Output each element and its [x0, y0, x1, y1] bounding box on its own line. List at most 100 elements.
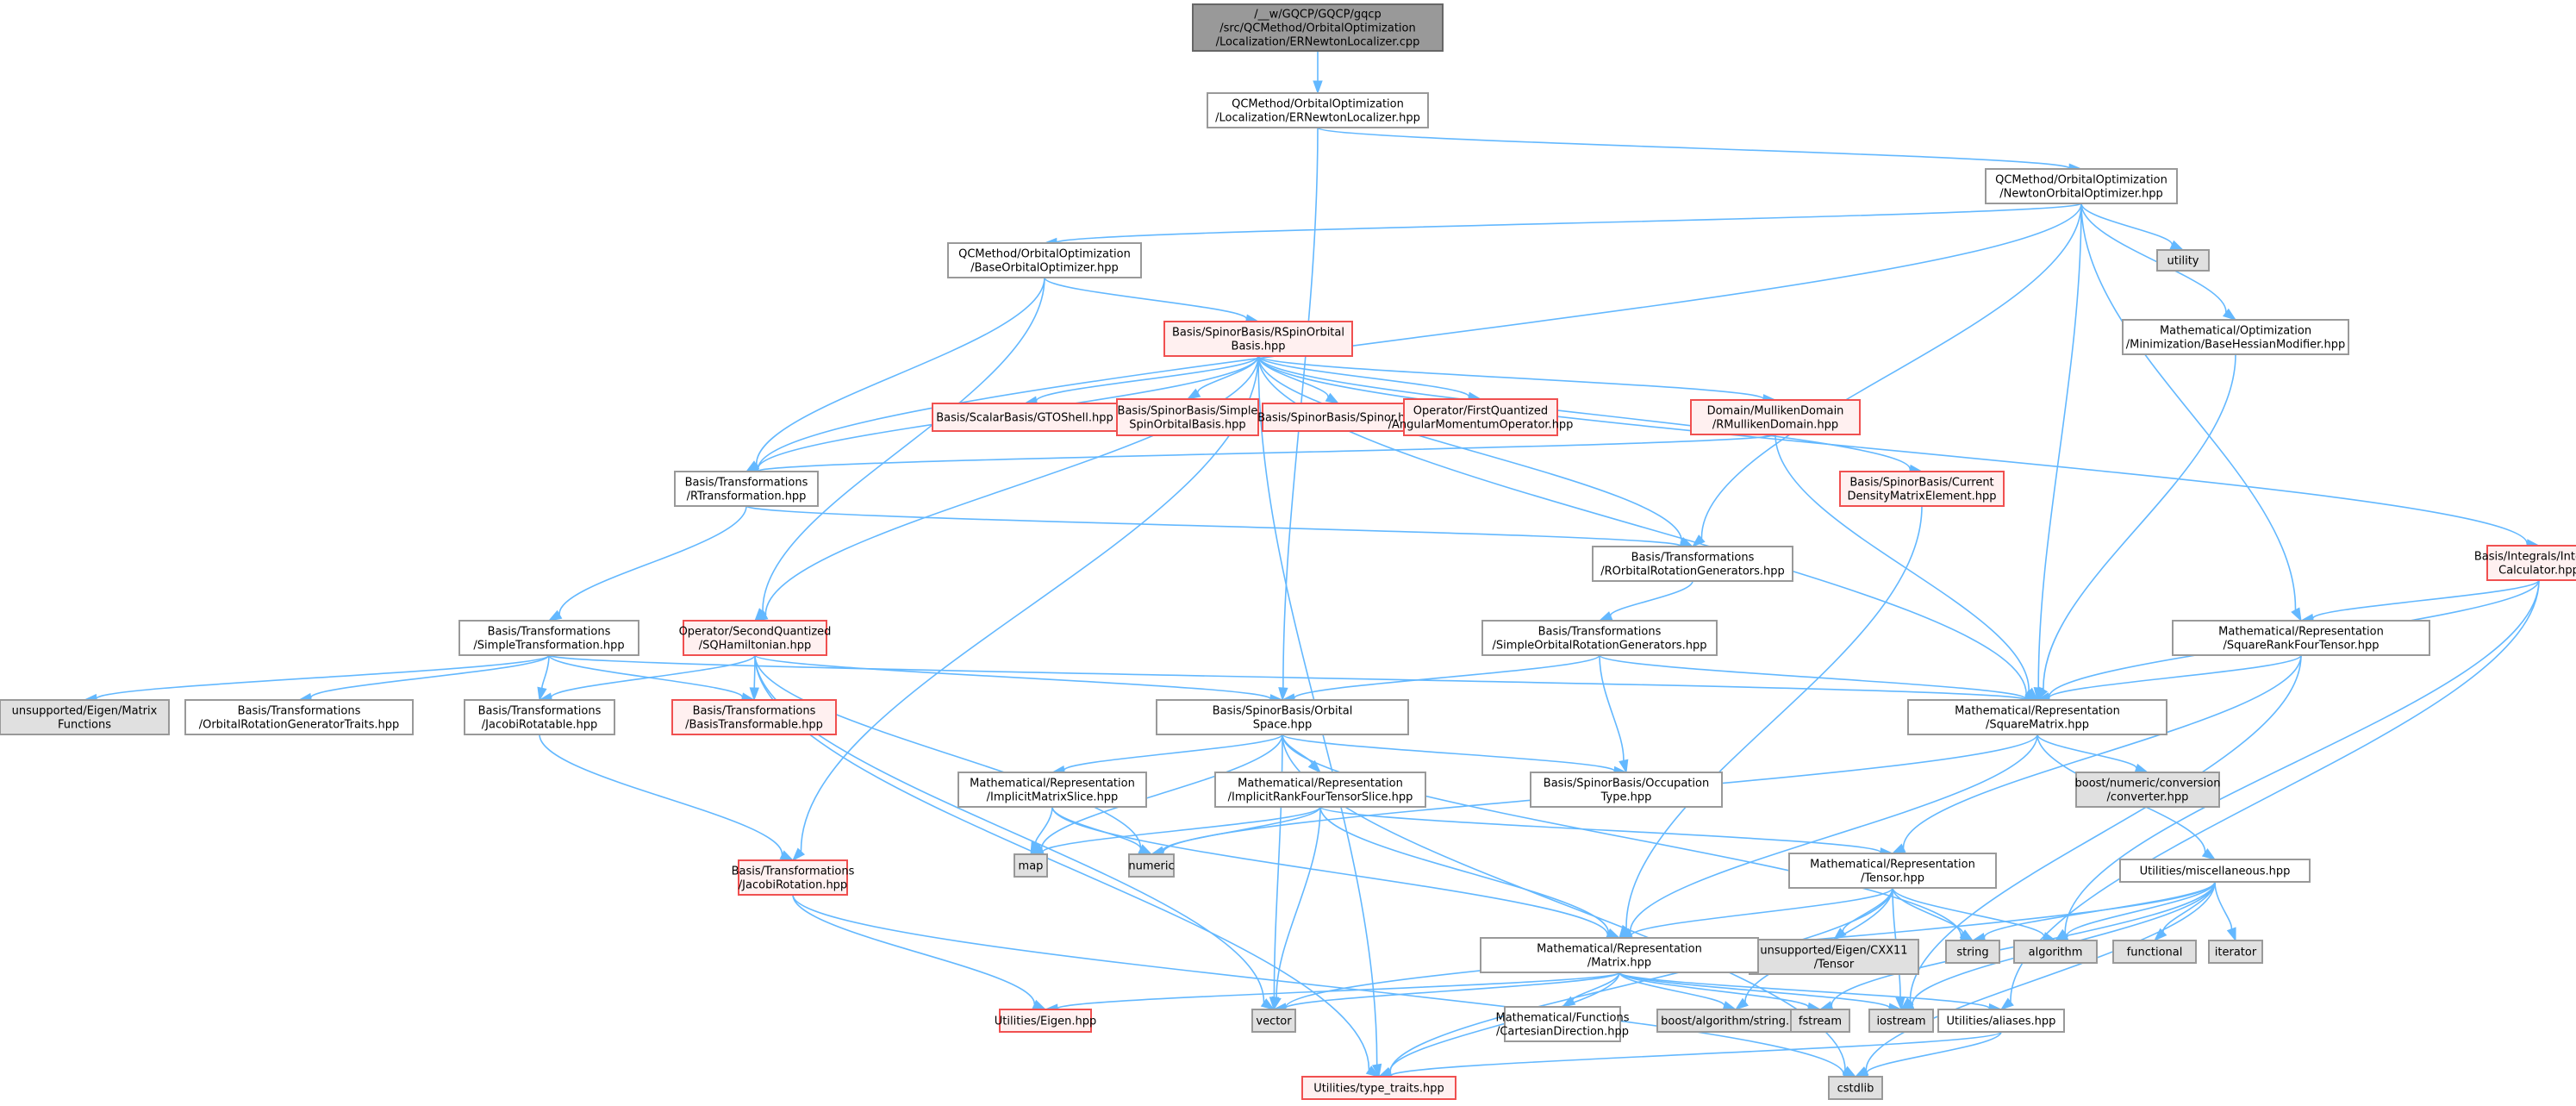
node-label: QCMethod/OrbitalOptimization — [958, 248, 1131, 261]
node-eigen[interactable]: Utilities/Eigen.hpp — [995, 1009, 1097, 1033]
node-label: boost/numeric/conversion — [2075, 778, 2221, 790]
node-label: /JacobiRotation.hpp — [739, 879, 847, 892]
node-jacobirot[interactable]: Basis/Transformations/JacobiRotatable.hp… — [464, 699, 615, 735]
node-simpleorbgen[interactable]: Basis/Transformations/SimpleOrbitalRotat… — [1481, 620, 1718, 656]
edge-line — [1610, 580, 1693, 617]
node-sqrank4[interactable]: Mathematical/Representation/SquareRankFo… — [2172, 620, 2430, 656]
edge-implr4-to-numeric — [1150, 806, 1321, 856]
edge-line — [1034, 806, 1053, 844]
edge-line — [1619, 972, 1990, 1009]
node-sqham[interactable]: Operator/SecondQuantized/SQHamiltonian.h… — [679, 620, 832, 656]
arrowhead-icon — [1325, 392, 1340, 404]
node-intcalc[interactable]: Basis/Integrals/IntegralCalculator.hpp — [2474, 545, 2576, 581]
node-label: Mathematical/Representation — [970, 778, 1135, 790]
node-label: cstdlib — [1837, 1083, 1874, 1096]
node-simpletrans[interactable]: Basis/Transformations/SimpleTransformati… — [458, 620, 639, 656]
node-box — [1790, 1009, 1850, 1033]
node-label: string — [1956, 947, 1988, 959]
node-jacobirotation[interactable]: Basis/Transformations/JacobiRotation.hpp — [732, 859, 855, 896]
node-iterator: iterator — [2208, 940, 2263, 964]
node-fstream: fstream — [1790, 1009, 1850, 1033]
node-box — [184, 699, 414, 735]
node-box — [738, 859, 848, 896]
node-misc[interactable]: Utilities/miscellaneous.hpp — [2119, 859, 2311, 883]
node-hessmod[interactable]: Mathematical/Optimization/Minimization/B… — [2122, 319, 2349, 355]
node-label: Basis/ScalarBasis/GTOShell.hpp — [936, 412, 1113, 425]
node-matrix[interactable]: Mathematical/Representation/Matrix.hpp — [1480, 937, 1759, 973]
node-basistrans[interactable]: Basis/Transformations/BasisTransformable… — [671, 699, 837, 735]
edge-line — [1700, 203, 2082, 539]
edge-line — [755, 277, 1045, 466]
node-typetraits[interactable]: Utilities/type_traits.hpp — [1301, 1076, 1456, 1100]
edge-line — [2064, 579, 2540, 934]
edge-line — [1273, 734, 1283, 998]
arrowhead-icon — [1307, 759, 1322, 774]
node-cartdir[interactable]: Mathematical/Functions/CartesianDirectio… — [1495, 1006, 1630, 1042]
node-label: Basis/SpinorBasis/Orbital — [1213, 705, 1353, 718]
node-root[interactable]: /__w/GQCP/GQCP/gqcp/src/QCMethod/Orbital… — [1192, 3, 1444, 52]
arrowhead-icon — [1999, 997, 2014, 1010]
node-label: /RMullikenDomain.hpp — [1712, 419, 1838, 432]
node-label: /NewtonOrbitalOptimizer.hpp — [1999, 188, 2162, 201]
node-baseopt[interactable]: QCMethod/OrbitalOptimization/BaseOrbital… — [947, 242, 1142, 278]
node-box — [1207, 92, 1429, 128]
edge-line — [541, 654, 550, 689]
node-label: /ROrbitalRotationGenerators.hpp — [1600, 565, 1785, 578]
node-box — [458, 620, 639, 656]
arrowhead-icon — [1371, 1063, 1382, 1078]
node-box — [1301, 1076, 1456, 1100]
node-box — [1530, 772, 1723, 808]
node-label: /converter.hpp — [2107, 791, 2189, 804]
node-angmom[interactable]: Operator/FirstQuantized/AngularMomentumO… — [1388, 398, 1574, 436]
edge-line — [1257, 355, 2528, 545]
node-newton[interactable]: QCMethod/OrbitalOptimization/NewtonOrbit… — [1985, 168, 2178, 204]
node-implmat[interactable]: Mathematical/Representation/ImplicitMatr… — [957, 772, 1147, 808]
node-label: Mathematical/Representation — [1810, 859, 1975, 872]
edge-rspin-to-sqham — [753, 355, 1259, 622]
node-aliases[interactable]: Utilities/aliases.hpp — [1937, 1009, 2065, 1033]
edge-newton-to-rorbgen — [1691, 203, 2082, 547]
node-box — [1116, 398, 1259, 436]
edge-rtrans-to-simpletrans — [547, 505, 747, 622]
arrowhead-icon — [2201, 847, 2217, 860]
arrowhead-icon — [2134, 763, 2149, 773]
node-mulliken[interactable]: Domain/MullikenDomain/RMullikenDomain.hp… — [1690, 399, 1861, 435]
node-rtrans[interactable]: Basis/Transformations/RTransformation.hp… — [674, 471, 819, 507]
node-orbgentraits[interactable]: Basis/Transformations/OrbitalRotationGen… — [184, 699, 414, 735]
node-label: /SimpleOrbitalRotationGenerators.hpp — [1493, 640, 1707, 653]
edge-line — [1319, 806, 1881, 853]
edge-sqham-to-basistrans — [749, 654, 759, 702]
node-label: Basis/SpinorBasis/Spinor.hpp — [1257, 412, 1419, 425]
edge-jacobirotation-to-eigen — [792, 894, 1047, 1010]
node-label: Functions — [58, 719, 111, 732]
node-label: /SimpleTransformation.hpp — [473, 640, 624, 653]
node-label: Basis/Transformations — [478, 705, 602, 718]
node-label: /ImplicitRankFourTensorSlice.hpp — [1228, 791, 1413, 804]
node-label: unsupported/Eigen/Matrix — [12, 705, 158, 718]
edge-line — [1051, 806, 1609, 935]
node-implr4[interactable]: Mathematical/Representation/ImplicitRank… — [1214, 772, 1426, 808]
edge-line — [1257, 355, 1764, 400]
node-erhpp[interactable]: QCMethod/OrbitalOptimization/Localizatio… — [1207, 92, 1429, 128]
node-curdens[interactable]: Basis/SpinorBasis/CurrentDensityMatrixEl… — [1839, 471, 2005, 507]
node-rorbgen[interactable]: Basis/Transformations/ROrbitalRotationGe… — [1592, 546, 1793, 582]
node-gtoshell[interactable]: Basis/ScalarBasis/GTOShell.hpp — [932, 403, 1118, 432]
edge-misc-to-algorithm — [2054, 881, 2216, 941]
node-label: QCMethod/OrbitalOptimization — [1232, 98, 1404, 111]
edge-line — [1866, 1031, 2002, 1074]
edge-line — [1599, 654, 1625, 761]
node-label: /Matrix.hpp — [1587, 957, 1651, 970]
node-sqmatrix[interactable]: Mathematical/Representation/SquareMatrix… — [1907, 699, 2167, 735]
node-simplespin[interactable]: Basis/SpinorBasis/SimpleSpinOrbitalBasis… — [1116, 398, 1259, 436]
node-tensor[interactable]: Mathematical/Representation/Tensor.hpp — [1788, 853, 1997, 889]
edge-line — [309, 654, 550, 699]
node-box — [1868, 1009, 1934, 1033]
node-label: /ImplicitMatrixSlice.hpp — [987, 791, 1119, 804]
edge-line — [1257, 355, 1470, 398]
node-label: iostream — [1876, 1015, 1925, 1028]
node-label: /CartesianDirection.hpp — [1496, 1026, 1629, 1039]
node-label: boost/algorithm/string.hpp — [1661, 1015, 1811, 1028]
